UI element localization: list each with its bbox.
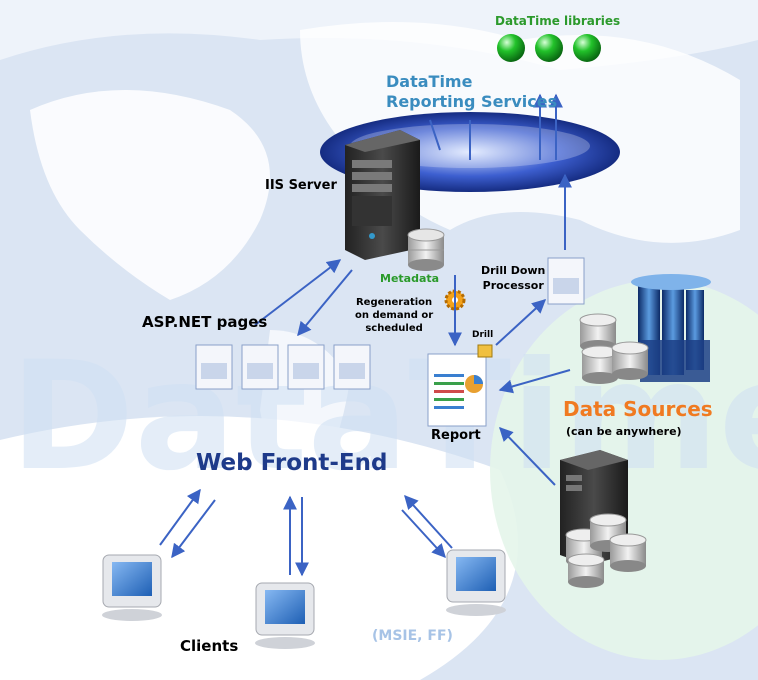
report-icon — [427, 344, 493, 427]
data-sources-label: Data Sources — [563, 397, 713, 421]
drill-down-processor-label: Drill Down Processor — [481, 264, 546, 292]
iis-server-icon — [345, 130, 420, 260]
report-label: Report — [431, 428, 481, 443]
drill-down-processor-icon — [547, 257, 585, 305]
flow-arrows — [159, 93, 572, 577]
drill-label: Drill — [472, 330, 494, 340]
aspnet-pages-label: ASP.NET pages — [142, 313, 268, 331]
client-computer-icon — [255, 582, 315, 649]
iis-server-label: IIS Server — [265, 178, 337, 193]
data-sources-note: (can be anywhere) — [566, 425, 682, 438]
datatime-libraries-icons — [497, 34, 601, 62]
clients-label: Clients — [180, 637, 239, 655]
regeneration-label: Regeneration on demand or scheduled — [355, 297, 434, 334]
browsers-label: (MSIE, FF) — [372, 628, 453, 644]
metadata-database-icon — [407, 228, 445, 271]
client-computer-icon — [446, 549, 506, 616]
metadata-label: Metadata — [380, 272, 440, 285]
mainframe-icon — [631, 274, 711, 382]
data-source-disks-icon — [579, 313, 649, 384]
database-server-icon — [560, 450, 647, 588]
web-front-end-label: Web Front-End — [196, 450, 388, 476]
reporting-services-label: DataTime Reporting Services — [386, 72, 558, 111]
client-computer-icon — [102, 554, 162, 621]
datatime-libraries-label: DataTime libraries — [495, 14, 621, 28]
aspnet-pages-icons — [195, 344, 371, 390]
